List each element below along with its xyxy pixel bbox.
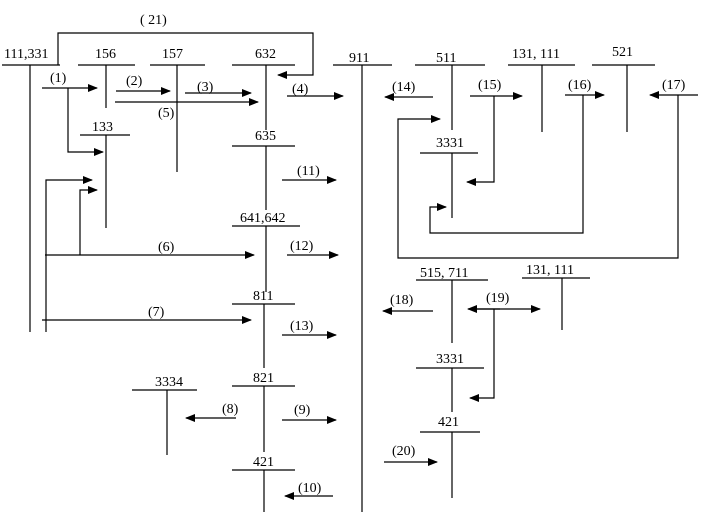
- account-632: 632: [232, 47, 295, 130]
- flow-label: ( 21): [140, 13, 167, 28]
- account-421-right: 421: [420, 415, 480, 498]
- account-111-331: 111,331: [2, 47, 60, 332]
- flow-label: (11): [297, 164, 320, 179]
- account-label: 641,642: [240, 211, 286, 226]
- account-511: 511: [415, 51, 485, 130]
- account-label: 131, 111: [512, 47, 560, 62]
- flow-1: (1): [42, 71, 98, 92]
- account-label: 3331: [436, 136, 464, 151]
- account-3334: 3334: [132, 375, 197, 455]
- account-911: 911: [333, 51, 392, 512]
- flow-label: (6): [158, 240, 175, 255]
- account-156: 156: [78, 47, 135, 108]
- flow-1-branch: [67, 88, 104, 156]
- account-label: 635: [255, 129, 276, 144]
- flow-4: (4): [287, 82, 344, 100]
- flow-8: (8): [185, 402, 239, 422]
- account-521: 521: [592, 45, 655, 132]
- flow-label: (1): [50, 71, 67, 86]
- flow-13: (13): [282, 319, 337, 339]
- flow-label: (15): [478, 78, 502, 93]
- account-label: 632: [255, 47, 276, 62]
- flow-16-loop: [429, 95, 584, 234]
- flow-label: (16): [568, 78, 592, 93]
- flow-3: (3): [185, 80, 252, 97]
- account-label: 156: [95, 47, 116, 62]
- flow-6: (6): [45, 240, 255, 259]
- flow-label: (4): [292, 82, 309, 97]
- flow-label: (5): [158, 106, 175, 121]
- account-label: 157: [162, 47, 183, 62]
- account-label: 911: [349, 51, 369, 66]
- flow-15: (15): [470, 78, 523, 100]
- flow-label: (14): [392, 80, 416, 95]
- account-label: 3334: [155, 375, 183, 390]
- account-421-left: 421: [232, 455, 295, 512]
- flow-15-down: [466, 96, 495, 186]
- account-131-111-bottom: 131, 111: [522, 263, 590, 330]
- flow-label: (18): [390, 293, 414, 308]
- flow-label: (20): [392, 444, 416, 459]
- flow-label: (10): [298, 481, 322, 496]
- account-label: 515, 711: [420, 266, 468, 281]
- account-label: 821: [253, 371, 274, 386]
- flow-label: (12): [290, 239, 314, 254]
- account-label: 133: [92, 120, 113, 135]
- flow-20: (20): [384, 444, 438, 466]
- flow-16: (16): [565, 78, 605, 99]
- flow-label: (7): [148, 305, 165, 320]
- flow-12: (12): [287, 239, 339, 259]
- flow-label: (2): [126, 74, 143, 89]
- account-157: 157: [150, 47, 205, 172]
- flow-label: (17): [662, 78, 686, 93]
- flow-18: (18): [382, 293, 433, 315]
- flow-133-in: [45, 176, 93, 332]
- account-label: 3331: [436, 352, 464, 367]
- account-3331-top: 3331: [420, 136, 478, 218]
- flow-label: (9): [294, 403, 311, 418]
- flow-14: (14): [384, 80, 433, 101]
- flow-label: (3): [197, 80, 214, 95]
- flow-label: (13): [290, 319, 314, 334]
- account-515-711: 515, 711: [416, 266, 488, 343]
- account-131-111-top: 131, 111: [508, 47, 575, 132]
- flow-11: (11): [282, 164, 337, 184]
- account-label: 511: [436, 51, 456, 66]
- account-label: 521: [612, 45, 633, 60]
- flow-2: (2): [116, 74, 171, 95]
- account-811: 811: [232, 289, 295, 368]
- flow-133-in-2: [79, 186, 98, 255]
- flow-17-loop: [397, 95, 679, 259]
- flow-19-down: [469, 309, 495, 402]
- flow-9: (9): [282, 403, 337, 424]
- flow-label: (19): [486, 291, 510, 306]
- account-label: 111,331: [4, 47, 48, 62]
- flow-7: (7): [42, 305, 252, 324]
- flow-10: (10): [284, 481, 333, 500]
- flow-5: (5): [115, 98, 259, 121]
- account-label: 421: [253, 455, 274, 470]
- account-label: 421: [438, 415, 459, 430]
- account-3331-bottom: 3331: [416, 352, 484, 412]
- flow-21: ( 21): [57, 13, 314, 79]
- flow-19: (19): [470, 291, 541, 313]
- flow-17: (17): [649, 78, 698, 99]
- account-label: 811: [253, 289, 273, 304]
- account-821: 821: [232, 371, 295, 452]
- account-133: 133: [80, 120, 130, 228]
- account-641-642: 641,642: [232, 211, 300, 292]
- account-635: 635: [232, 129, 295, 210]
- flow-label: (8): [222, 402, 239, 417]
- account-label: 131, 111: [526, 263, 574, 278]
